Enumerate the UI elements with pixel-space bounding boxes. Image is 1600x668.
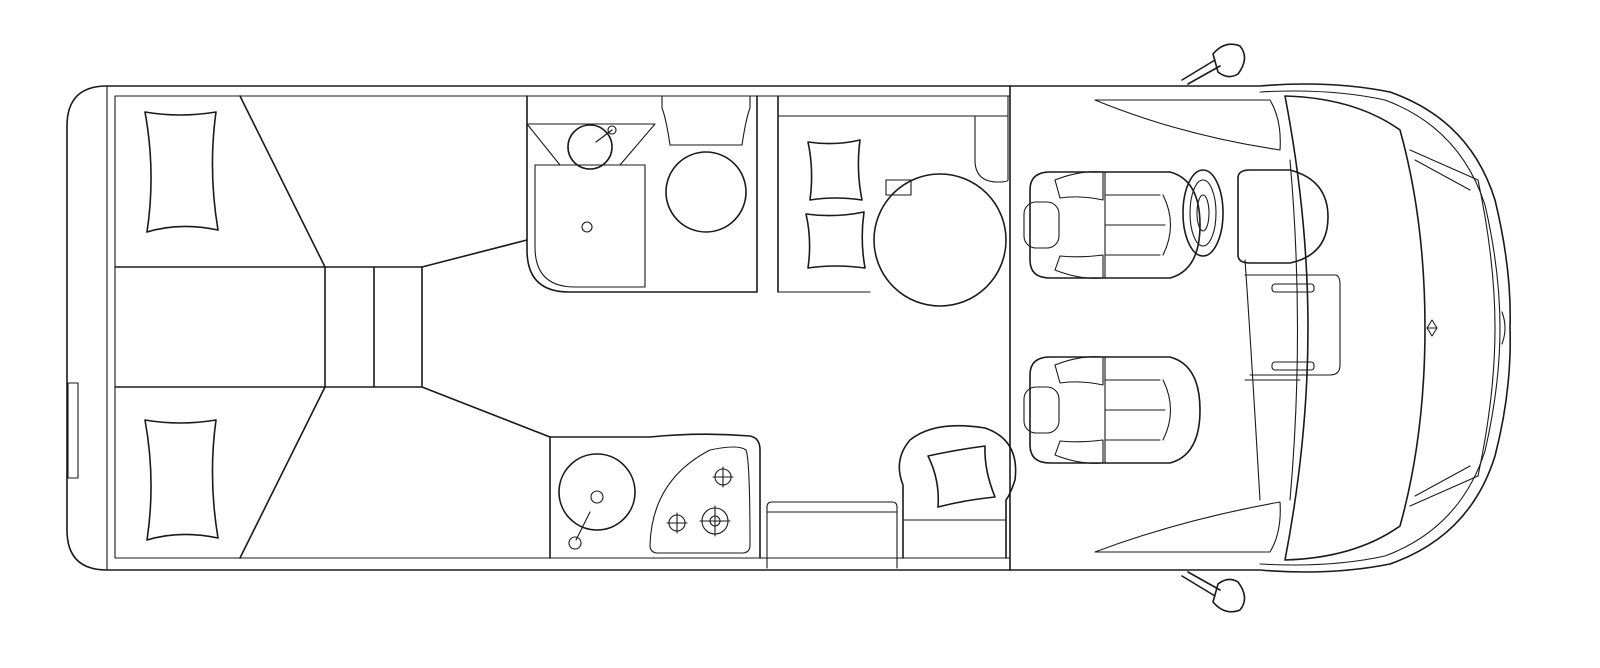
instrument-pod [1237,169,1329,264]
center-console [1244,274,1341,376]
tap-knob [607,125,617,135]
armchair-cushion [927,445,996,508]
basin-tap [595,129,613,143]
shower-drain [581,221,593,233]
headrest [1023,386,1060,434]
mirror-left [1181,43,1246,85]
dashboard-top [1094,99,1281,151]
brand-logo [1426,319,1438,337]
windscreen [1284,95,1426,561]
pillow-top [144,111,219,233]
steering-wheel [1182,169,1224,257]
side-cabinet [766,501,898,569]
sink-tap [575,511,591,541]
vent-bottom [1271,361,1315,371]
burner-2 [666,512,688,534]
rear-light [67,382,79,479]
kitchen [549,433,761,559]
shower-tray [534,164,646,288]
armchair [898,424,1017,559]
headrest [1023,201,1060,249]
dinette [777,95,1009,307]
toilet-bowl [665,151,747,233]
cushion-top [807,139,863,201]
burner-3 [699,505,731,537]
burner-1 [712,466,734,488]
kitchen-sink [558,453,636,531]
cushion-bottom [805,211,866,269]
pillow-bottom [144,419,219,541]
washbasin-unit [526,123,656,166]
passenger-seat [1023,356,1201,464]
cab [1009,83,1512,573]
dashboard-bottom [1094,501,1281,553]
vent-top [1271,283,1315,293]
sink-drain [590,490,604,504]
tap-knob [568,536,582,550]
toilet-tank [661,95,751,146]
driver-seat [1023,171,1201,279]
dinette-table [873,173,1007,307]
body-shell [66,85,1011,571]
mirror-right [1181,571,1246,613]
rear-beds [114,95,551,559]
hob [649,446,751,554]
bathroom [526,95,779,293]
washbasin [567,124,613,170]
